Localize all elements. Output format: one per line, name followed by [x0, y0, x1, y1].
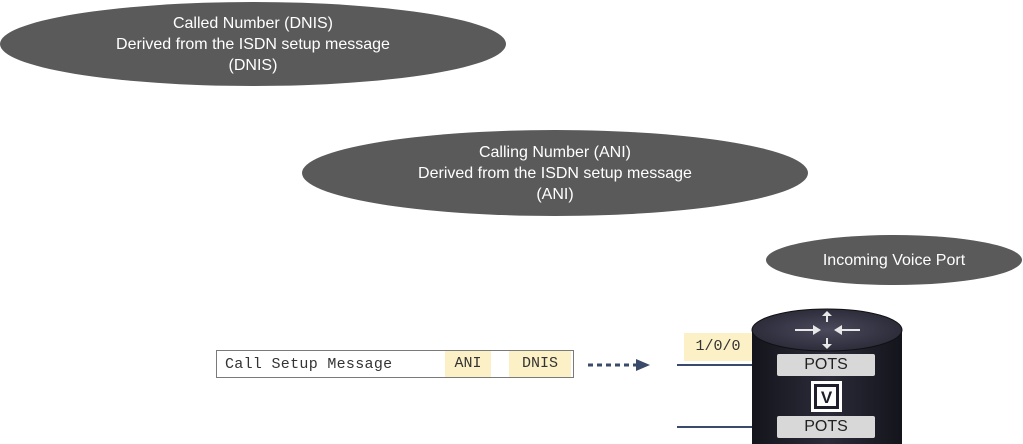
call-setup-message-label: Call Setup Message [225, 356, 393, 373]
call-setup-message-box: Call Setup Message ANI DNIS [216, 350, 574, 378]
pots-port-top: POTS [777, 354, 875, 376]
incoming-voice-port-callout: Incoming Voice Port [766, 235, 1022, 285]
callout-title: Incoming Voice Port [822, 251, 966, 269]
calling-number-callout: Calling Number (ANI) Derived from the IS… [302, 130, 808, 216]
pots-port-bottom: POTS [777, 416, 875, 438]
callout-title: Calling Number (ANI) [478, 143, 632, 161]
ani-tag: ANI [445, 351, 491, 377]
voice-symbol-letter: V [821, 388, 833, 407]
callout-abbreviation: (ANI) [536, 185, 574, 203]
dnis-tag: DNIS [509, 351, 571, 377]
called-number-callout: Called Number (DNIS) Derived from the IS… [0, 2, 506, 86]
callout-description: Derived from the ISDN setup message [418, 164, 692, 182]
callout-abbreviation: (DNIS) [228, 56, 278, 74]
callout-description: Derived from the ISDN setup message [116, 35, 390, 53]
router-arrows-icon [795, 311, 860, 349]
voice-port-id: 1/0/0 [684, 333, 752, 361]
voice-symbol-icon: V [811, 381, 842, 412]
dashed-arrow [588, 359, 650, 371]
callout-title: Called Number (DNIS) [172, 14, 334, 32]
